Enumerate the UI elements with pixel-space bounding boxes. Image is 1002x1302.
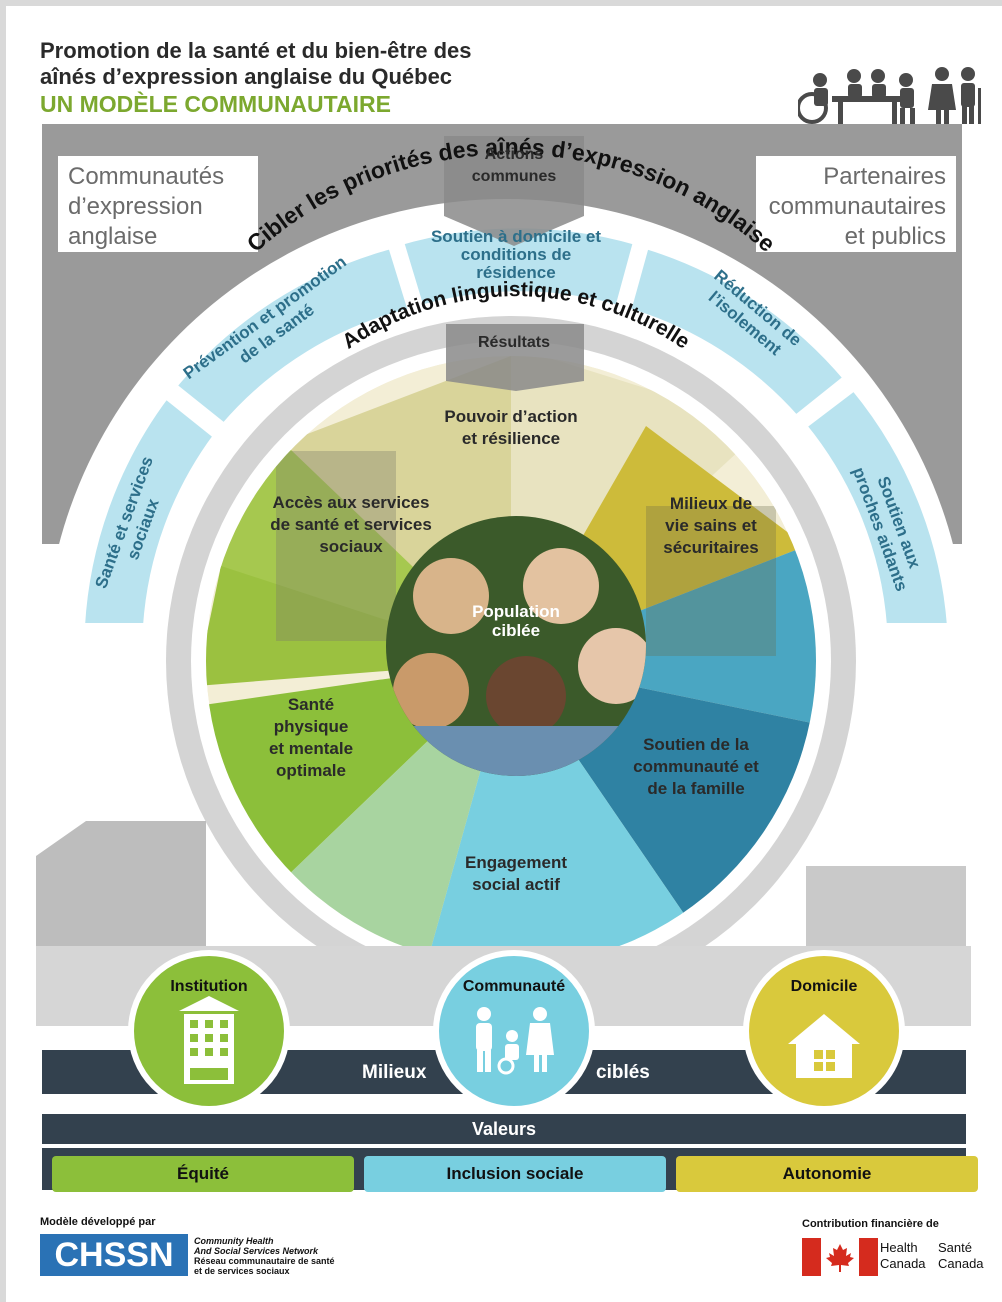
segment-proches xyxy=(799,383,954,629)
valeurs-label: Valeurs xyxy=(471,1119,537,1139)
autonomie-box xyxy=(676,1156,978,1192)
milieux-right-label: ciblés xyxy=(596,1062,650,1083)
model-diagram: Cibler les priorités des aînés d’express… xyxy=(36,124,978,1192)
communaute-label: Communauté xyxy=(462,978,566,995)
inclusion-label: Inclusion sociale xyxy=(446,1164,584,1183)
contribution-label: Contribution financière de xyxy=(802,1218,939,1230)
chssn-logo: CHSSN xyxy=(40,1234,188,1276)
segment-reduction xyxy=(624,242,851,423)
results-arrow xyxy=(446,324,584,391)
title-line-2: aînés d’expression anglaise du Québec xyxy=(40,64,453,89)
house-right xyxy=(806,866,966,956)
right-panel xyxy=(756,156,956,252)
equite-box xyxy=(52,1156,354,1192)
developed-by-label: Modèle développé par xyxy=(40,1216,156,1228)
canada-flag-icon xyxy=(802,1238,878,1276)
segment-prevention xyxy=(169,242,415,431)
resultats-label: Résultats xyxy=(477,334,551,351)
segment-sante-services xyxy=(78,391,221,629)
family-icon xyxy=(476,1007,554,1075)
valeurs-band xyxy=(42,1114,966,1144)
infographic-page: Promotion de la santé et du bien-être de… xyxy=(6,6,1002,1302)
building-left xyxy=(36,821,206,956)
title-line-1: Promotion de la santé et du bien-être de… xyxy=(40,38,472,63)
service-segments xyxy=(78,222,954,629)
domicile-label: Domicile xyxy=(790,978,858,995)
inclusion-box xyxy=(364,1156,666,1192)
milieux-left-label: Milieux xyxy=(362,1062,427,1083)
institution-label: Institution xyxy=(170,978,248,995)
autonomie-label: Autonomie xyxy=(782,1164,872,1183)
actions-arrow xyxy=(444,136,584,246)
equite-label: Équité xyxy=(177,1164,229,1183)
left-panel xyxy=(58,156,258,252)
seniors-group-icon xyxy=(798,67,981,124)
building-icon xyxy=(179,996,239,1084)
subtitle: UN MODÈLE COMMUNAUTAIRE xyxy=(40,91,391,117)
home-icon xyxy=(788,1014,860,1078)
